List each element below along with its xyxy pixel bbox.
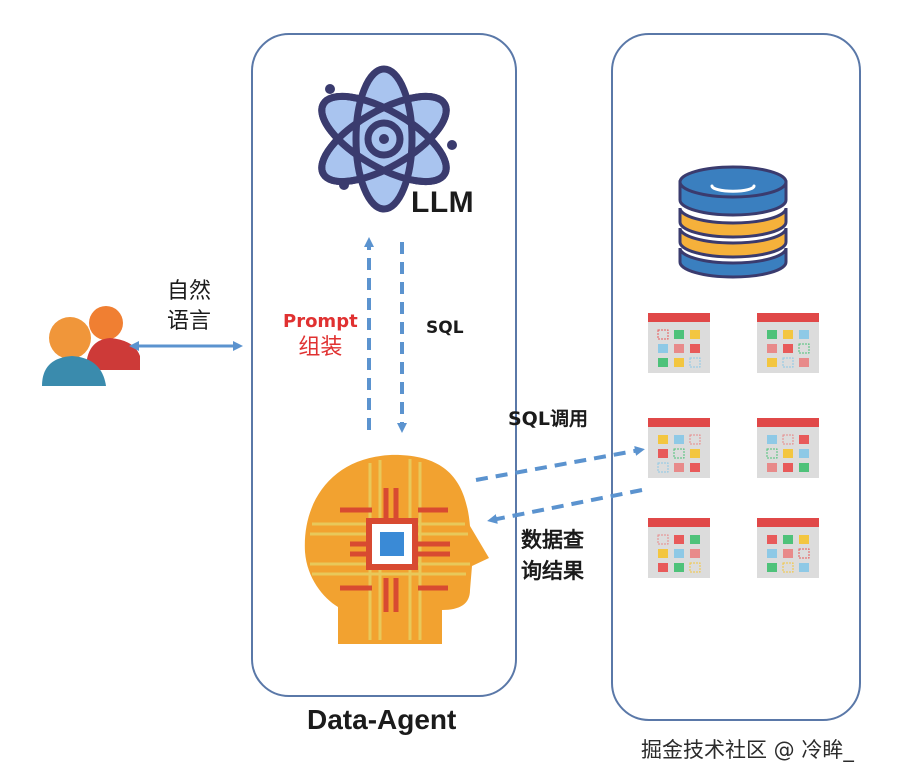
table-icon — [757, 313, 819, 373]
watermark: 掘金技术社区 @ 冷眸_ — [641, 738, 854, 762]
database-icon — [678, 165, 788, 279]
llm-label: LLM — [411, 186, 475, 219]
sql-label: SQL — [426, 318, 464, 338]
query-label-line1: 数据查 — [521, 528, 584, 552]
prompt-label-line1: Prompt — [283, 311, 358, 332]
prompt-label-line2: 组装 — [298, 335, 343, 360]
ai-head-icon — [304, 454, 489, 644]
table-icon — [648, 518, 710, 578]
table-icon — [648, 418, 710, 478]
users-icon — [42, 306, 140, 386]
nl-label-line1: 自然 — [167, 279, 212, 304]
data-agent-title: Data-Agent — [307, 704, 457, 735]
database-panel — [611, 33, 861, 721]
query-result-label: 数据查 询结果 — [521, 525, 584, 587]
nl-label-line2: 语言 — [167, 309, 212, 334]
natural-language-label: 自然 语言 — [167, 277, 211, 337]
sql-call-arrow — [475, 445, 645, 482]
table-icon — [648, 313, 710, 373]
table-icon — [757, 418, 819, 478]
atom-icon — [318, 65, 457, 213]
query-label-line2: 询结果 — [521, 559, 584, 583]
table-icon — [757, 518, 819, 578]
prompt-assembly-label: Prompt 组装 — [283, 309, 358, 361]
query-result-arrow — [487, 488, 643, 524]
sql-call-label: SQL调用 — [508, 408, 588, 430]
